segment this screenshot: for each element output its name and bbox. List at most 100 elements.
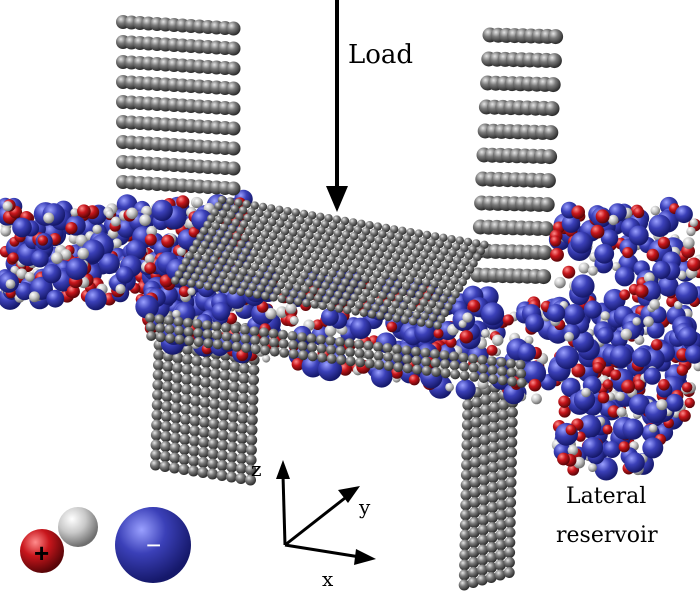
wall-atom (219, 223, 229, 232)
wall-atom (316, 274, 325, 283)
wall-atom (417, 318, 426, 327)
wall-atom (189, 415, 201, 427)
wall-atom (454, 270, 463, 279)
anion-particle (561, 214, 581, 233)
wall-atom (432, 246, 441, 255)
neutral-particle (632, 317, 641, 326)
wall-atom (226, 258, 235, 267)
wall-atom (428, 252, 437, 261)
wall-atom (234, 260, 243, 269)
wall-atom (354, 339, 364, 350)
wall-atom (232, 232, 241, 241)
wall-atom (212, 235, 221, 245)
anion-particle (684, 345, 700, 364)
wall-atom (171, 372, 183, 384)
wall-atom (258, 250, 267, 259)
wall-atom (253, 290, 262, 299)
wall-atom (238, 363, 250, 374)
wall-atom (329, 283, 338, 292)
wall-atom (208, 228, 217, 237)
cation-particle (618, 441, 630, 453)
wall-atom (145, 313, 155, 323)
wall-atom (345, 224, 354, 233)
wall-atom (317, 226, 326, 235)
wall-atom (217, 450, 229, 461)
cation-particle (571, 363, 586, 378)
wall-atom (488, 432, 500, 443)
wall-atom (321, 234, 331, 243)
wall-atom (459, 549, 471, 561)
wall-atom (307, 351, 318, 362)
wall-atom (258, 202, 268, 212)
wall-atom (413, 263, 422, 272)
wall-atom (372, 256, 381, 265)
wall-atom (200, 357, 212, 368)
wall-atom (255, 209, 264, 218)
wall-atom (476, 564, 488, 576)
wall-atom (324, 214, 333, 223)
wall-atom (399, 301, 408, 311)
lateral-reservoir-particles (546, 196, 700, 481)
wall-atom (388, 259, 397, 268)
wall-atom (543, 125, 559, 141)
wall-atom (181, 354, 193, 365)
wall-atom (272, 225, 281, 234)
load-label: Load (348, 40, 414, 70)
wall-atom (218, 400, 230, 411)
wall-atom (353, 225, 362, 235)
wall-atom (207, 448, 219, 460)
wall-atom (181, 374, 193, 385)
wall-atom (402, 281, 411, 291)
wall-atom (328, 269, 337, 278)
wall-atom (234, 198, 243, 207)
wall-atom (155, 323, 166, 334)
wall-atom (154, 314, 165, 325)
wall-atom (486, 552, 498, 563)
wall-atom (411, 297, 420, 306)
wall-atom (433, 259, 442, 269)
neutral-particle (554, 276, 566, 289)
cation-particle (678, 409, 691, 422)
wall-atom (251, 262, 260, 272)
wall-atom (424, 306, 433, 315)
wall-atom (379, 305, 388, 314)
neutral-particle (648, 424, 658, 433)
wall-atom (460, 509, 472, 521)
cation-particle (562, 265, 576, 279)
anion-particle (98, 253, 120, 275)
wall-atom (165, 333, 176, 344)
anion-particle (125, 239, 147, 261)
wall-atom (487, 502, 499, 513)
wall-atom (440, 359, 451, 370)
wall-atom (363, 340, 374, 351)
wall-atom (202, 268, 212, 277)
neutral-particle (289, 316, 299, 325)
wall-atom (431, 232, 440, 241)
neutral-particle (51, 252, 63, 265)
wall-atom (408, 255, 417, 264)
wall-atom (209, 388, 221, 400)
wall-atom (468, 362, 479, 373)
neutral-particle (77, 247, 89, 260)
wall-atom (313, 232, 322, 241)
wall-atom (470, 437, 482, 448)
wall-atom (351, 245, 360, 255)
wall-atom (236, 443, 248, 454)
wall-atom (265, 238, 274, 247)
wall-atom (382, 285, 391, 294)
neutral-particle (115, 284, 126, 295)
wall-atom (487, 365, 498, 376)
wall-atom (293, 283, 302, 292)
wall-atom (387, 306, 397, 315)
anion-sphere (115, 507, 191, 583)
wall-atom (477, 544, 489, 556)
wall-atom (152, 369, 164, 381)
wall-atom (180, 404, 192, 415)
wall-atom (247, 269, 256, 278)
wall-atom (362, 288, 371, 297)
wall-atom (332, 263, 341, 272)
wall-atom (422, 278, 431, 287)
wall-atom (384, 312, 393, 322)
neutral-particle (656, 399, 668, 411)
wall-atom (496, 499, 508, 511)
